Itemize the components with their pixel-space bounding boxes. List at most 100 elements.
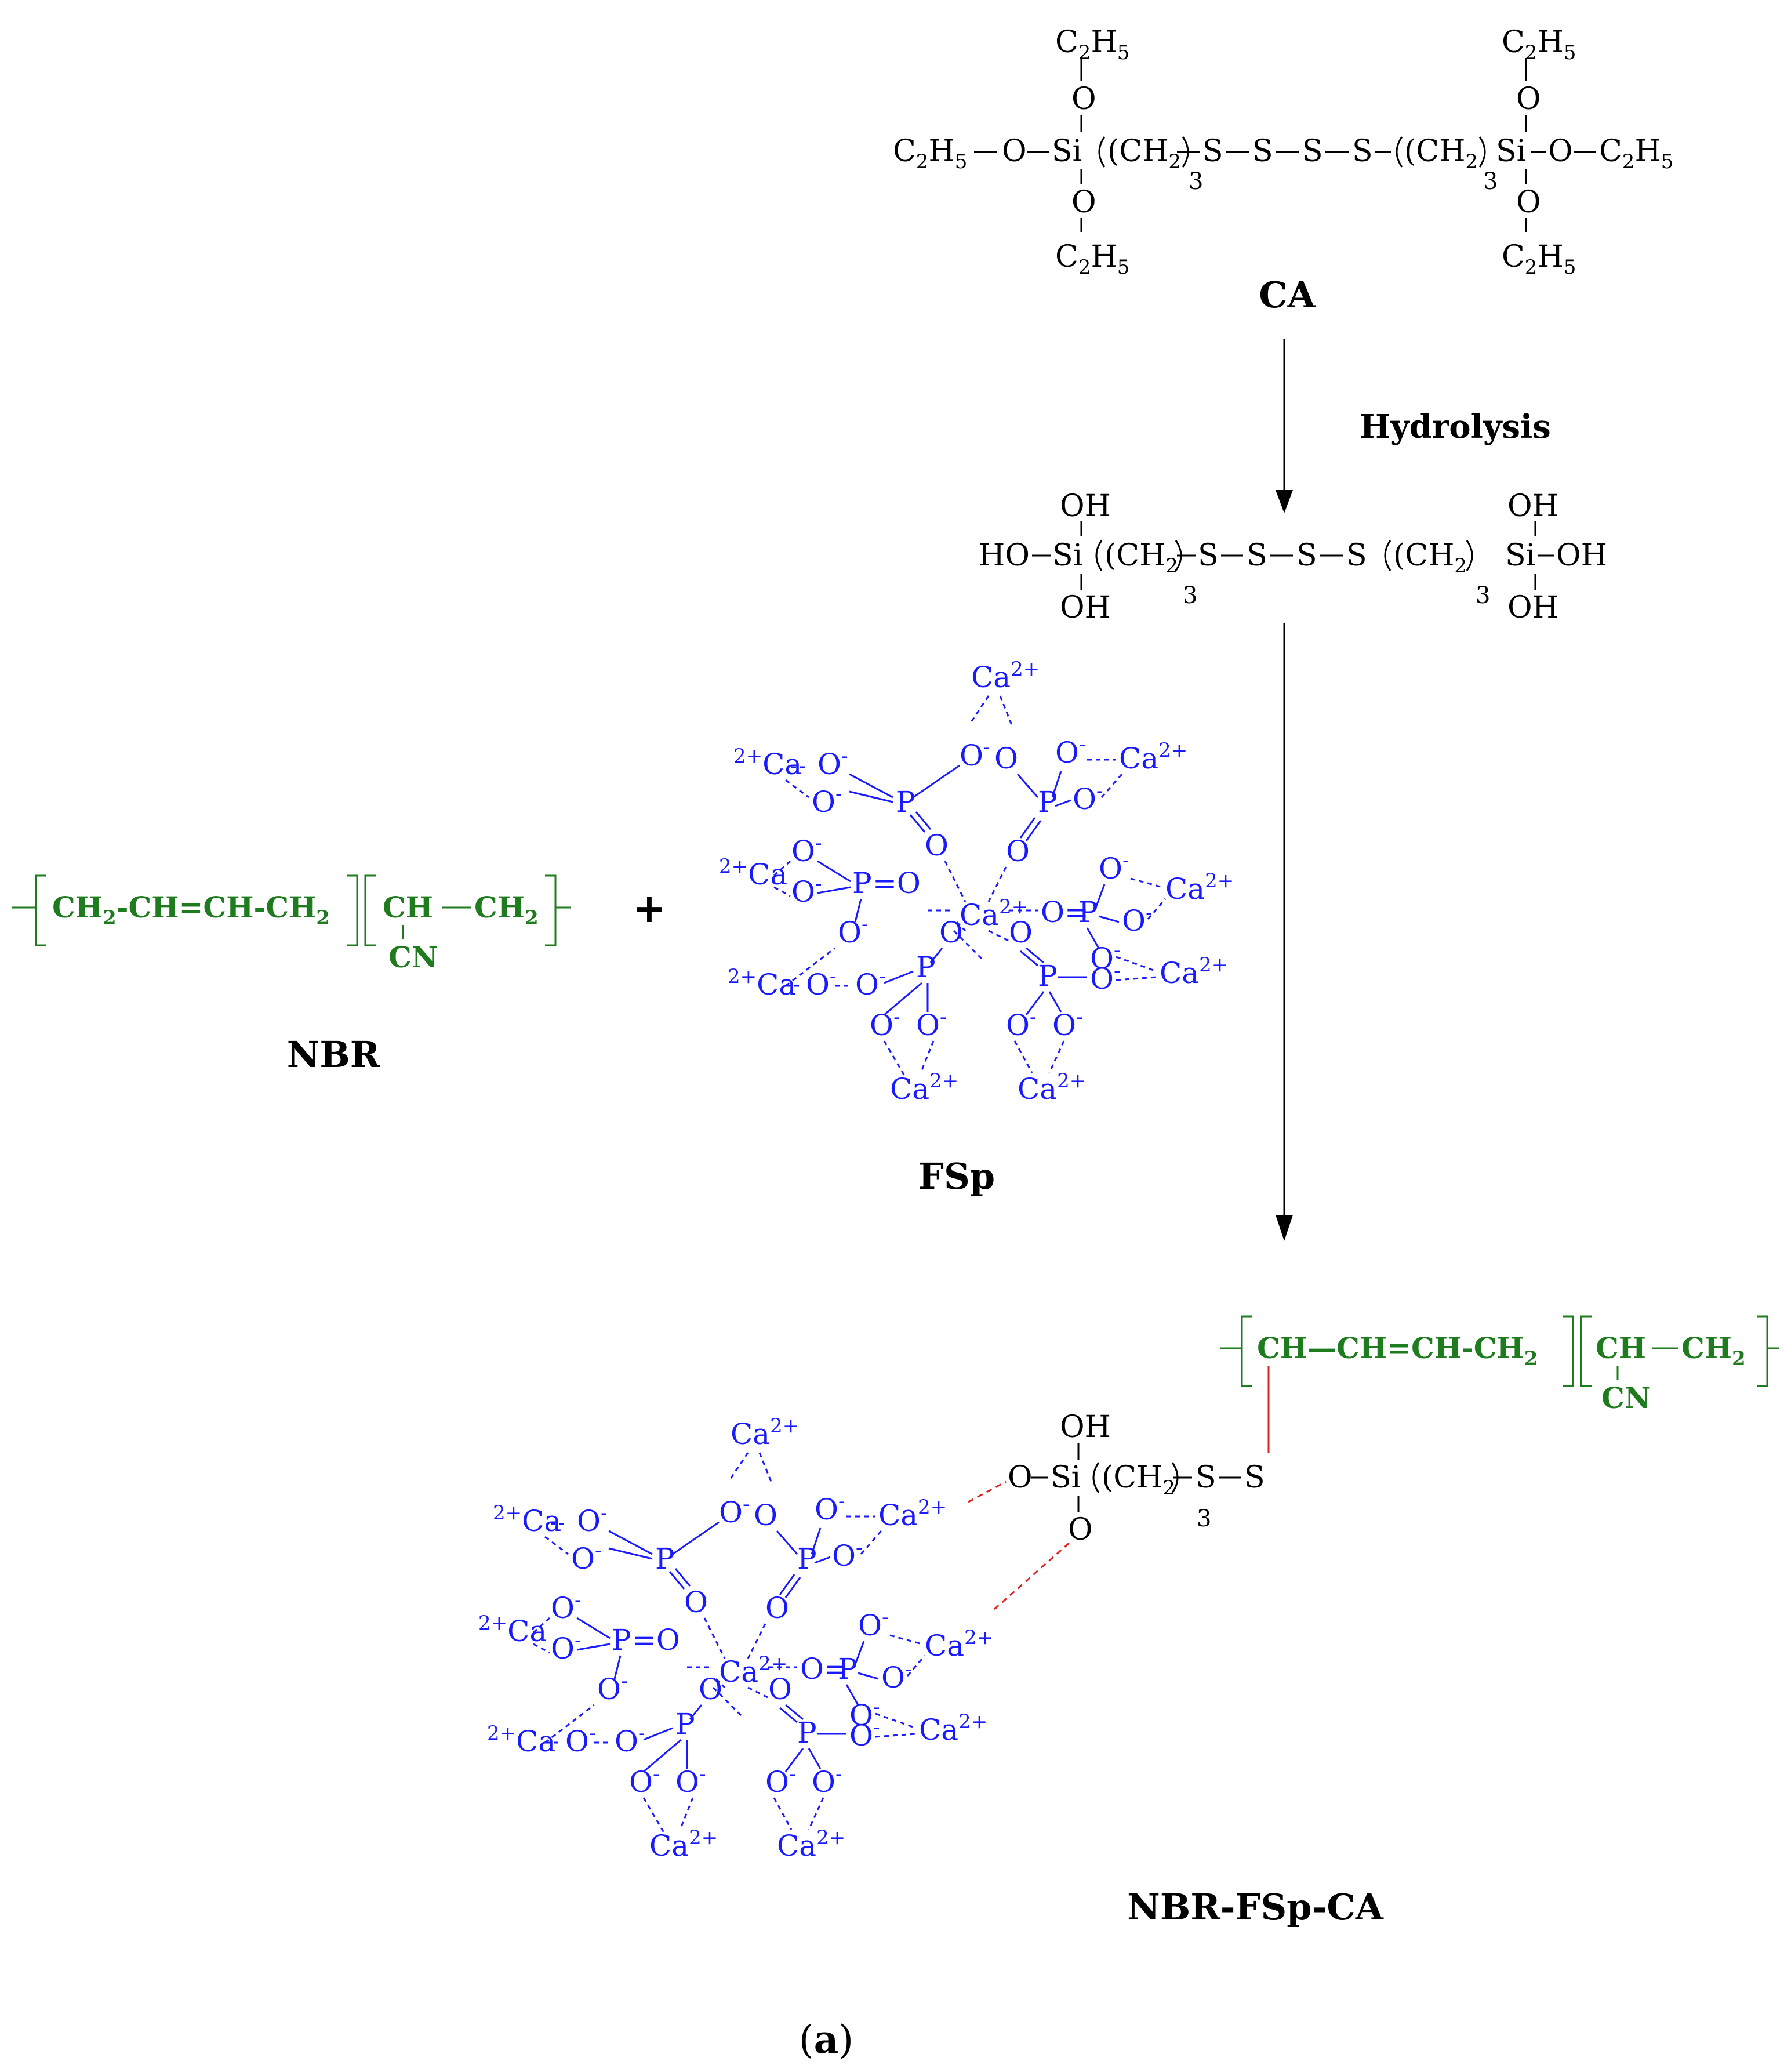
o-ll-3: O- [870, 1006, 900, 1042]
linker-ch2: (CH2 [1102, 1460, 1175, 1500]
silanol-si-left: Si [1052, 538, 1082, 573]
ca-paren-open [1396, 136, 1403, 168]
phosphate-bond [643, 1739, 682, 1773]
o-mr-2: O- [1122, 901, 1153, 938]
hydrolyzed-silane: OH HO Si OH (CH2 3 S S S S (CH2 3 OH Si … [979, 489, 1607, 625]
phosphate-bond [785, 1704, 804, 1721]
o-mr-double: O= [800, 1652, 848, 1686]
ca-lower-left: 2+Ca [728, 965, 796, 1001]
ca-bottom-right: Ca2+ [1018, 1069, 1086, 1106]
nbr-polymer: CH2-CH=CH-CH2 CH CH2 CN [12, 874, 571, 974]
phosphate-bond [613, 1655, 622, 1679]
linker-oh: OH [1060, 1410, 1111, 1445]
phosphate-bond [814, 1556, 831, 1564]
nbr-ch2: CH2 [474, 890, 539, 930]
nbr-product-ch2: CH2 [1681, 1331, 1746, 1370]
phosphate-bond [1025, 991, 1045, 1015]
o-ul-2: O- [960, 736, 990, 772]
panel-label: (a) [799, 2017, 853, 2062]
o-ll-4: O- [675, 1762, 706, 1799]
ionic-interaction [544, 1536, 569, 1555]
o-ml-3: O- [838, 913, 869, 949]
o-mr-1: O- [858, 1606, 889, 1642]
nbr-bracket-left [1241, 1315, 1252, 1387]
ionic-interaction [953, 930, 984, 961]
ca-ethyl-right: C2H5 [1599, 134, 1673, 173]
ca-lower-right: Ca2+ [1160, 953, 1228, 990]
nbr-cn: CN [388, 940, 438, 974]
phosphate-bond [674, 1568, 691, 1587]
ca-bottom-left: Ca2+ [649, 1826, 718, 1863]
reaction-arrowhead-icon [1276, 1215, 1293, 1241]
ionic-interaction [889, 1634, 922, 1645]
phosphate-bond [929, 948, 943, 963]
silanol-oh-bottom-right: OH [1507, 590, 1558, 625]
product-label: NBR-FSp-CA [1127, 1886, 1384, 1928]
o-mr-double: O= [1041, 895, 1089, 929]
phosphate-bond [1051, 771, 1062, 798]
ca-o-top-left: O [1071, 82, 1096, 117]
o-ul-double: O [684, 1585, 708, 1619]
ca-mid-right: Ca2+ [1165, 869, 1234, 906]
ca-ethyl-bottom-right: C2H5 [1502, 240, 1576, 279]
ca-s4: S [1352, 134, 1373, 169]
p-ll: P [916, 950, 936, 984]
ca-ch2-left: (CH2 [1107, 134, 1181, 173]
silanol-s4: S [1346, 538, 1367, 573]
p-ml: P [612, 1623, 631, 1657]
phosphate-bond [1019, 817, 1036, 839]
ca-molecule: C2H5 O C2H5 O Si O C2H5 (CH2 3 S S S S (… [893, 25, 1673, 279]
o-ul-double: O [925, 829, 949, 862]
o-lr-3: O- [765, 1762, 796, 1799]
phosphate-bond [1016, 774, 1039, 798]
o-mr-1: O- [1099, 849, 1129, 886]
phosphate-bond [784, 1577, 801, 1598]
ionic-interaction [1048, 1040, 1065, 1073]
ca-center: Ca2+ [960, 895, 1028, 932]
nbr-bracket-right [1563, 1315, 1574, 1387]
o-mr-2: O- [881, 1658, 912, 1694]
o-ur-2: O- [1055, 733, 1086, 770]
o-mr-3: O- [1090, 939, 1121, 975]
phosphate-bond [913, 764, 960, 799]
ca-upper-right: Ca2+ [878, 1496, 947, 1532]
ionic-interaction [1130, 877, 1163, 888]
ionic-interaction [712, 1686, 743, 1718]
ca-upper-left: 2+Ca [733, 745, 802, 781]
ionic-interaction [1013, 1040, 1033, 1073]
phosphate-bond [854, 898, 862, 923]
ca-top: Ca2+ [731, 1414, 799, 1451]
phosphate-bond [854, 1641, 865, 1665]
silane-linker: OH O Si (CH2 3 S S O [1008, 1410, 1265, 1547]
o-ll-2: O- [855, 965, 886, 1001]
ionic-interaction [642, 1797, 665, 1833]
silanol-oh-bottom-left: OH [1060, 590, 1111, 625]
ca-o-top-right: O [1516, 82, 1541, 117]
ca-ethyl-top-left: C2H5 [1055, 25, 1129, 64]
o-ur-2: O- [815, 1490, 845, 1526]
linker-s1: S [1196, 1460, 1216, 1495]
o-lr-1: O- [849, 1716, 880, 1752]
ionic-interaction [773, 1797, 793, 1830]
fsp-label: FSp [918, 1155, 995, 1198]
o-ur-3: O- [1073, 779, 1103, 816]
o-ll-top: O [699, 1672, 722, 1706]
ca-label: CA [1259, 274, 1316, 316]
o-ll-top: O [939, 916, 963, 949]
ca-o-bottom-right: O [1516, 185, 1541, 220]
ca-ethyl-bottom-left: C2H5 [1055, 240, 1129, 279]
nbr-product-backbone: CH—CH=CH-CH2 [1257, 1331, 1538, 1370]
ionic-interaction [703, 1617, 726, 1659]
ionic-interaction [715, 1678, 726, 1689]
nbr-acrylonitrile: CH [383, 890, 433, 924]
silanol-si-right: Si [1505, 538, 1535, 573]
p-ml: P [852, 866, 872, 900]
phosphate-bond [776, 1530, 798, 1555]
ionic-interaction [747, 1686, 772, 1700]
ca-ethyl-top-right: C2H5 [1502, 25, 1576, 64]
ca-bottom-left: Ca2+ [890, 1069, 958, 1106]
ionic-interaction [875, 1733, 917, 1738]
silanol-paren-close [1466, 540, 1473, 571]
phosphate-bond [608, 1530, 653, 1555]
p-lr: P [1038, 959, 1058, 993]
